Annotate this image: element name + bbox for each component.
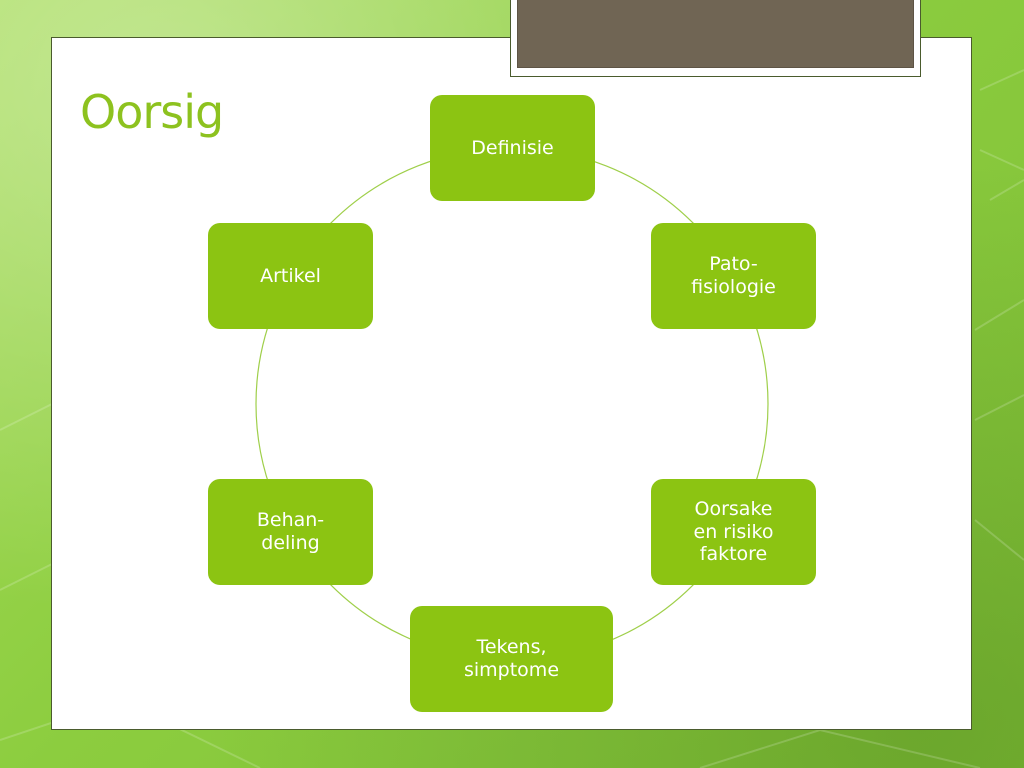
slide-title: Oorsig <box>80 85 224 139</box>
decorative-tab-fill <box>517 0 914 68</box>
node-label-line: Pato- <box>709 253 758 276</box>
cycle-node-artikel: Artikel <box>208 223 373 329</box>
cycle-node-pato-fisiologie: Pato- fisiologie <box>651 223 816 329</box>
node-label-line: en risiko <box>693 520 774 543</box>
cycle-node-oorsake: Oorsake en risiko faktore <box>651 479 816 585</box>
node-label-line: fisiologie <box>691 276 776 298</box>
cycle-node-tekens-simptome: Tekens, simptome <box>410 606 613 712</box>
node-label-line: Behan- <box>256 509 325 532</box>
node-label-line: faktore <box>699 543 768 566</box>
node-label-line: Artikel <box>260 264 321 287</box>
node-label-line: Oorsake <box>694 497 773 520</box>
node-label-line: deling <box>261 532 320 554</box>
node-label-line: simptome <box>463 659 560 681</box>
cycle-node-behandeling: Behan- deling <box>208 479 373 585</box>
decorative-tab <box>510 0 921 77</box>
node-label-line: Tekens, <box>476 636 547 659</box>
cycle-node-definisie: Definisie <box>430 95 595 201</box>
node-label-line: Definisie <box>471 136 554 159</box>
